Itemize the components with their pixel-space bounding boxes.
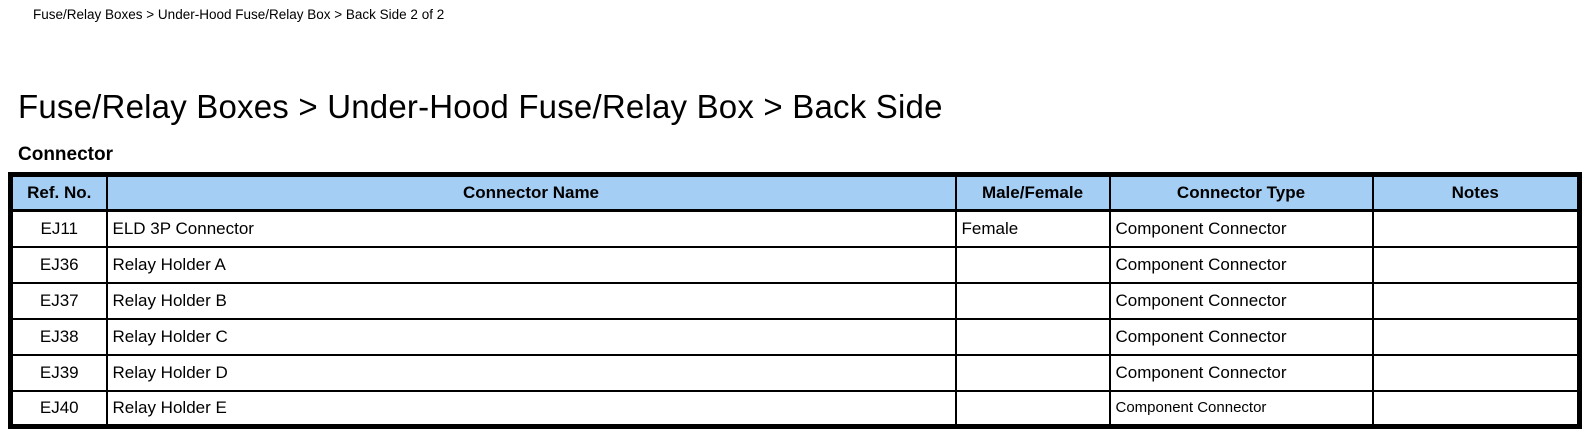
connector-table: Ref. No. Connector Name Male/Female Conn…	[8, 172, 1582, 429]
table-row: EJ37 Relay Holder B Component Connector	[9, 281, 1581, 320]
cell-notes	[1371, 245, 1581, 284]
table-row: EJ11 ELD 3P Connector Female Component C…	[9, 209, 1581, 248]
breadcrumb: Fuse/Relay Boxes > Under-Hood Fuse/Relay…	[33, 7, 445, 22]
cell-connector-name: Relay Holder D	[105, 353, 957, 392]
cell-male-female	[954, 245, 1111, 284]
cell-connector-type: Component Connector	[1108, 245, 1374, 284]
cell-connector-type: Component Connector	[1108, 353, 1374, 392]
cell-connector-type: Component Connector	[1108, 389, 1374, 428]
connector-table-header: Ref. No. Connector Name Male/Female Conn…	[9, 173, 1581, 212]
cell-connector-type: Component Connector	[1108, 209, 1374, 248]
cell-notes	[1371, 353, 1581, 392]
cell-connector-name: ELD 3P Connector	[105, 209, 957, 248]
cell-ref-no: EJ11	[9, 209, 108, 248]
cell-connector-name: Relay Holder A	[105, 245, 957, 284]
header-male-female: Male/Female	[954, 173, 1111, 212]
table-row: EJ39 Relay Holder D Component Connector	[9, 353, 1581, 392]
cell-connector-type: Component Connector	[1108, 317, 1374, 356]
section-label-connector: Connector	[18, 144, 113, 165]
cell-notes	[1371, 317, 1581, 356]
cell-male-female	[954, 389, 1111, 428]
cell-notes	[1371, 389, 1581, 428]
cell-male-female	[954, 317, 1111, 356]
cell-ref-no: EJ36	[9, 245, 108, 284]
cell-connector-name: Relay Holder E	[105, 389, 957, 428]
cell-ref-no: EJ38	[9, 317, 108, 356]
cell-male-female: Female	[954, 209, 1111, 248]
connector-table-body: EJ11 ELD 3P Connector Female Component C…	[9, 209, 1581, 428]
cell-male-female	[954, 281, 1111, 320]
cell-ref-no: EJ40	[9, 389, 108, 428]
header-row: Ref. No. Connector Name Male/Female Conn…	[9, 173, 1581, 212]
cell-connector-name: Relay Holder C	[105, 317, 957, 356]
cell-ref-no: EJ39	[9, 353, 108, 392]
table-row: EJ40 Relay Holder E Component Connector	[9, 389, 1581, 428]
cell-notes	[1371, 281, 1581, 320]
header-connector-name: Connector Name	[105, 173, 957, 212]
cell-notes	[1371, 209, 1581, 248]
page-title: Fuse/Relay Boxes > Under-Hood Fuse/Relay…	[18, 88, 943, 125]
cell-male-female	[954, 353, 1111, 392]
table-row: EJ38 Relay Holder C Component Connector	[9, 317, 1581, 356]
table-row: EJ36 Relay Holder A Component Connector	[9, 245, 1581, 284]
header-notes: Notes	[1371, 173, 1581, 212]
cell-connector-type: Component Connector	[1108, 281, 1374, 320]
header-ref-no: Ref. No.	[9, 173, 108, 212]
cell-connector-name: Relay Holder B	[105, 281, 957, 320]
cell-ref-no: EJ37	[9, 281, 108, 320]
header-connector-type: Connector Type	[1108, 173, 1374, 212]
